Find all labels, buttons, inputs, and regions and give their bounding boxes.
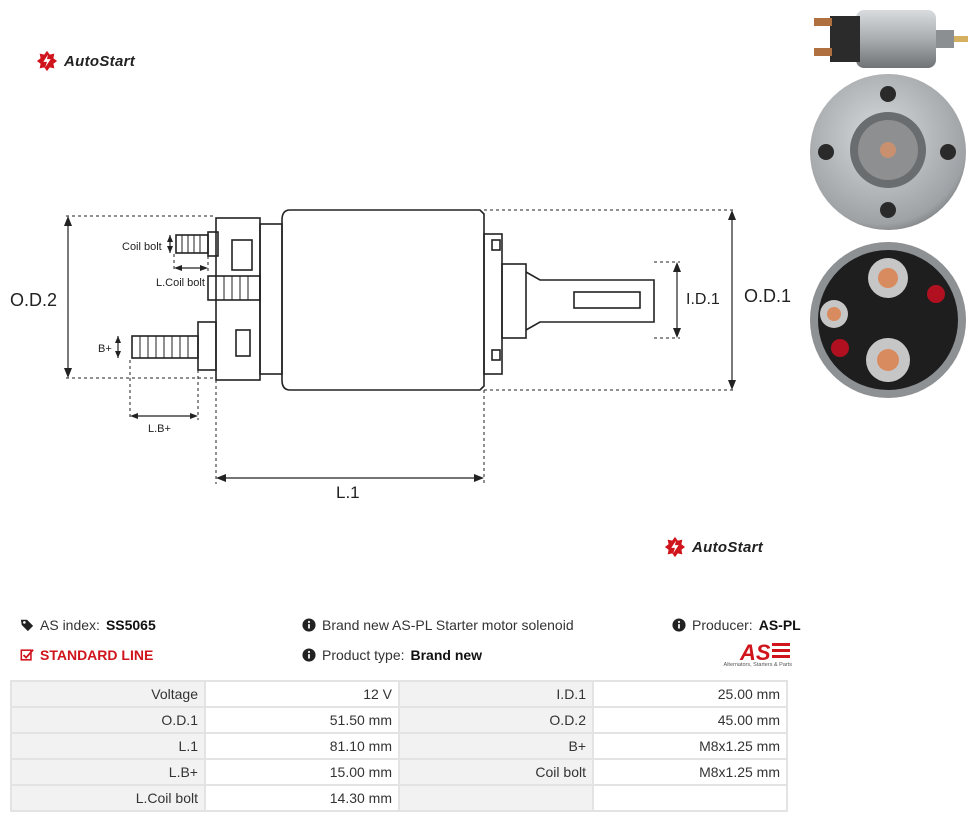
as-index: AS index: SS5065 [20,617,156,633]
standard-line: STANDARD LINE [20,647,153,663]
spec-value [592,784,788,812]
table-row: O.D.1 51.50 mm O.D.2 45.00 mm [10,706,788,734]
description-text: Brand new AS-PL Starter motor solenoid [322,617,574,633]
spec-label: L.Coil bolt [10,784,206,812]
as-pl-logo-mark: AS [739,640,790,662]
autostart-logo-icon [36,50,58,72]
spec-label [398,784,594,812]
product-type-label: Product type: [322,647,405,663]
autostart-logo-bottom: AutoStart [664,536,763,558]
as-pl-logo: AS Alternators, Starters & Parts [712,640,792,668]
spec-value: 25.00 mm [592,680,788,708]
brand-name: AutoStart [692,538,764,556]
solenoid-technical-drawing: O.D.2 O.D.1 I.D.1 L.1 Coil bolt L.Coil b… [10,209,791,502]
spec-label: Voltage [10,680,206,708]
tag-icon [20,619,34,632]
table-row: L.Coil bolt 14.30 mm [10,784,788,812]
info-icon [672,618,686,632]
product-photo-rear [810,242,966,398]
spec-label: B+ [398,732,594,760]
id1-label: I.D.1 [686,291,720,308]
spec-label: O.D.2 [398,706,594,734]
b-plus-label: B+ [98,343,112,355]
product-type: Product type: Brand new [302,647,482,663]
as-index-value: SS5065 [105,617,156,633]
info-icon [302,648,316,662]
l-coil-bolt-label: L.Coil bolt [156,277,205,289]
producer-value: AS-PL [758,617,801,633]
table-row: L.1 81.10 mm B+ M8x1.25 mm [10,732,788,760]
spec-value: M8x1.25 mm [592,732,788,760]
specs-table: Voltage 12 V I.D.1 25.00 mm O.D.1 51.50 … [10,680,788,812]
as-pl-logo-text: AS [739,640,771,662]
spec-value: 81.10 mm [204,732,400,760]
info-icon [302,618,316,632]
solenoid-body [281,209,485,391]
od1-label: O.D.1 [744,286,791,306]
standard-line-label: STANDARD LINE [40,647,154,663]
spec-label: O.D.1 [10,706,206,734]
spec-label: L.B+ [10,758,206,786]
as-pl-tagline: Alternators, Starters & Parts [723,662,792,668]
checkbox-icon [20,649,34,661]
spec-label: Coil bolt [398,758,594,786]
product-photo-front [810,74,966,230]
spec-label: I.D.1 [398,680,594,708]
description: Brand new AS-PL Starter motor solenoid [302,617,574,633]
l1-label: L.1 [336,483,360,502]
od2-label: O.D.2 [10,290,57,310]
as-index-label: AS index: [40,617,100,633]
brand-name: AutoStart [64,52,136,70]
table-row: L.B+ 15.00 mm Coil bolt M8x1.25 mm [10,758,788,786]
spec-value: 51.50 mm [204,706,400,734]
l-b-plus-label: L.B+ [148,423,171,435]
producer: Producer: AS-PL [672,617,801,633]
producer-label: Producer: [692,617,753,633]
spec-value: M8x1.25 mm [592,758,788,786]
spec-value: 12 V [204,680,400,708]
spec-value: 45.00 mm [592,706,788,734]
spec-label: L.1 [10,732,206,760]
product-photo-side [814,10,968,68]
table-row: Voltage 12 V I.D.1 25.00 mm [10,680,788,708]
autostart-logo-icon [664,536,686,558]
spec-value: 14.30 mm [204,784,400,812]
spec-value: 15.00 mm [204,758,400,786]
coil-bolt-label: Coil bolt [122,241,162,253]
autostart-logo-top: AutoStart [36,50,135,72]
product-type-value: Brand new [410,647,483,663]
